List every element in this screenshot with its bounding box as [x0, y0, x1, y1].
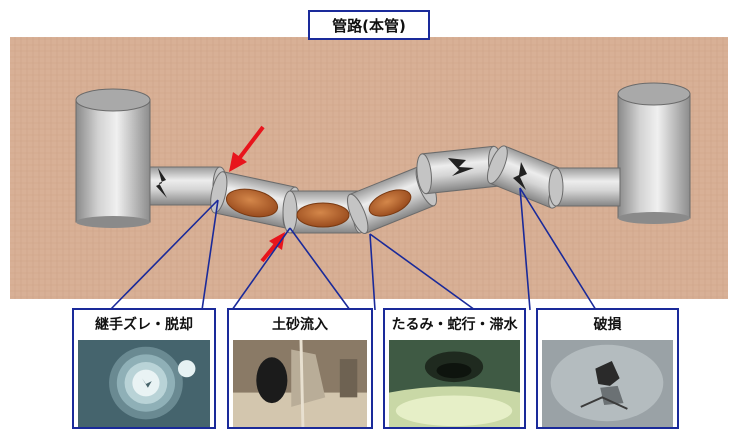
panel-label: 破損 — [593, 317, 622, 333]
panel-damage: 破損 — [536, 308, 679, 429]
red-arrow-icon — [229, 125, 265, 172]
panel-sand: 土砂流入 — [227, 308, 373, 429]
right-manhole — [617, 82, 691, 224]
red-arrow-icon — [260, 232, 285, 263]
left-manhole — [75, 88, 151, 228]
sediment-blob-2 — [296, 202, 350, 228]
sediment-blob-1 — [225, 188, 279, 218]
pipe-break-photo — [542, 340, 673, 427]
panel-sag: たるみ・蛇行・滞水 — [383, 308, 526, 429]
sagging-water-photo — [389, 340, 520, 427]
crack-icon — [513, 162, 527, 190]
sediment-blob-3 — [368, 189, 412, 217]
crack-icon — [156, 168, 167, 198]
sediment-inflow-photo — [233, 340, 367, 427]
pipe-segment-7 — [548, 167, 621, 207]
callout-lines — [109, 187, 597, 311]
panel-label: 土砂流入 — [272, 317, 328, 333]
pipe-joint-photo — [78, 340, 210, 427]
panel-label: 継手ズレ・脱却 — [95, 317, 193, 333]
diagram-title: 管路(本管) — [308, 10, 430, 40]
crack-icon — [448, 158, 474, 176]
panel-joint: 継手ズレ・脱却 — [72, 308, 216, 429]
panel-label: たるみ・蛇行・滞水 — [391, 317, 518, 333]
